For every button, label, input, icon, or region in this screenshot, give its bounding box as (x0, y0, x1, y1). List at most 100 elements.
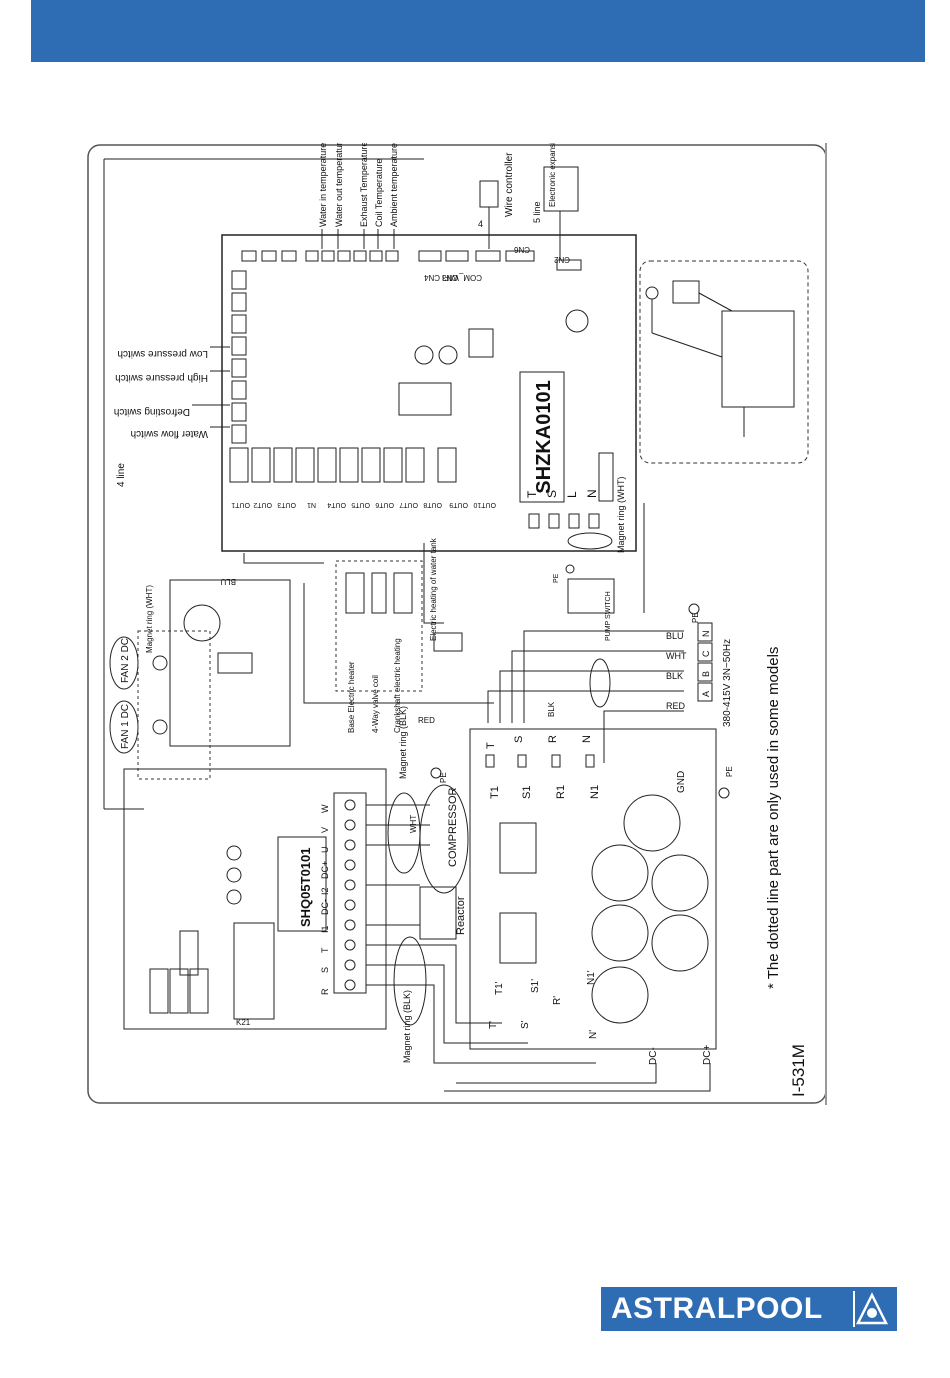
svg-text:CN4: CN4 (423, 273, 440, 282)
filter-capacitor (591, 966, 649, 1024)
logo-text: ASTRALPOOL (611, 1292, 823, 1325)
filter-capacitor (591, 904, 649, 962)
water-tank-heater (433, 632, 463, 652)
svg-text:S1: S1 (521, 786, 533, 799)
compressor-magnet-ring-label: Magnet ring (BLK) (398, 706, 408, 779)
pump-switch-label: PUMP SWITCH (605, 591, 612, 641)
svg-text:L: L (565, 491, 579, 498)
bottom-magnet-ring (393, 936, 427, 1026)
relay-labels: OUT1 OUT2 OUT3 N1 OUT4 OUT5 OUT6 OUT7 OU… (231, 501, 496, 508)
main-board-part-number: SHZKA0101 (533, 380, 555, 493)
switch-connectors (231, 270, 247, 444)
sensor-label: Coil Temperature (374, 159, 384, 227)
fan-board-chip (217, 652, 253, 674)
svg-text:I1: I1 (320, 925, 330, 933)
port-labels: COM_WIFI CN3 CN4 CN6 CN2 (423, 245, 570, 282)
inverter-terminals: R S T I1 DC- I2 DC+ U V W (320, 799, 356, 995)
svg-text:T: T (485, 742, 497, 749)
loads-box (335, 560, 423, 692)
gnd-pe-label: PE (725, 766, 734, 777)
note-text: * The dotted line part are only used in … (765, 647, 782, 989)
optional-wire-controller (672, 280, 700, 304)
expansion-valve-label: Electronic expansion valve (548, 143, 557, 207)
wiring-diagram-svg: SHZKA0101 Water in temperature Wa (87, 143, 827, 1105)
fan-board-capacitor (183, 604, 221, 642)
wire-controller-label: Wire controller (504, 152, 515, 217)
svg-text:OUT2: OUT2 (253, 501, 272, 508)
filter-lower-terminals: T1' S1' R' N1' T' S' N' DC- DC+ (488, 970, 713, 1065)
inverter-part-box (277, 836, 327, 932)
wire-controller (479, 180, 499, 208)
sensor-connectors (241, 250, 582, 271)
fan-board (169, 579, 291, 747)
sensor-label: Exhaust Temperature (359, 143, 369, 227)
sensor-label: Water in temperature (318, 143, 328, 227)
sensor-label: Ambient temperature (389, 143, 399, 227)
main-board-chip (398, 382, 452, 416)
svg-text:OUT9: OUT9 (449, 501, 468, 508)
pump-switch (567, 578, 615, 614)
svg-text:T': T' (488, 1021, 499, 1029)
svg-text:R1: R1 (555, 785, 567, 799)
svg-text:CN3: CN3 (441, 273, 458, 282)
gnd-label: GND (676, 771, 687, 793)
svg-text:OUT5: OUT5 (351, 501, 370, 508)
optional-module (639, 260, 809, 464)
optional-module-board (721, 310, 795, 408)
svg-text:DC+: DC+ (702, 1045, 713, 1065)
wire-label: BLU (666, 631, 684, 641)
main-board-relay-block (468, 328, 494, 358)
svg-text:OUT3: OUT3 (277, 501, 296, 508)
svg-text:T: T (525, 490, 539, 498)
svg-text:OUT1: OUT1 (231, 501, 250, 508)
line-4-label: 4 line (116, 463, 127, 487)
svg-text:OUT4: OUT4 (327, 501, 346, 508)
svg-text:COM_WIFI: COM_WIFI (442, 273, 482, 282)
svg-text:S: S (320, 967, 330, 973)
svg-text:DC-: DC- (320, 899, 330, 915)
svg-text:OUT8: OUT8 (423, 501, 442, 508)
svg-text:S1': S1' (530, 979, 541, 993)
reactor-label: Reactor (455, 896, 467, 935)
switch-label: Low pressure switch (117, 348, 208, 359)
svg-text:OUT6: OUT6 (375, 501, 394, 508)
line-5-label: 5 line (532, 201, 542, 223)
wiring-diagram: SHZKA0101 Water in temperature Wa (84, 143, 829, 1105)
compressor-label: COMPRESSOR (447, 787, 459, 867)
load-label: 4-Way valve coil (371, 675, 380, 733)
compressor (419, 784, 469, 894)
main-board-terminals: N L S T (525, 452, 614, 529)
power-spec: 380-415V 3N~50Hz (722, 639, 733, 727)
pump-pe-label: PE (553, 573, 560, 583)
compressor-pe-label: PE (439, 772, 448, 783)
filter-capacitor (623, 794, 681, 852)
svg-text:S': S' (520, 1020, 531, 1029)
svg-text:N1': N1' (586, 970, 597, 985)
svg-text:T1: T1 (489, 786, 501, 799)
main-magnet-ring-label: Magnet ring (WHT) (616, 476, 626, 553)
main-board-part-box (519, 371, 565, 503)
main-board-capacitor (438, 345, 458, 365)
switch-label: Water flow switch (131, 428, 208, 439)
svg-text:W: W (320, 804, 330, 813)
svg-text:N': N' (588, 1030, 599, 1039)
svg-text:N1: N1 (307, 501, 316, 508)
four-way-valve (371, 572, 387, 614)
svg-text:N: N (701, 631, 711, 638)
bottom-magnet-ring-label: Magnet ring (BLK) (402, 990, 412, 1063)
svg-text:R': R' (552, 996, 563, 1005)
filter-inputs: T S R N T1 S1 R1 N1 (485, 735, 601, 799)
fan-2-label: FAN 2 DC (120, 638, 131, 683)
svg-text:U: U (320, 847, 330, 854)
crankshaft-heater (393, 572, 413, 614)
sensor-labels: Water in temperature Water out temperatu… (318, 143, 399, 249)
filter-capacitor (651, 914, 709, 972)
relay-row (229, 447, 457, 483)
expansion-valve (543, 166, 579, 212)
wire-label: BLK (666, 671, 683, 681)
power-magnet-ring (589, 658, 611, 708)
optional-sensor (645, 286, 659, 300)
power-supply-terminals: N C B A (697, 622, 713, 702)
fan-magnet-ring (152, 719, 168, 735)
svg-text:T: T (320, 947, 330, 953)
